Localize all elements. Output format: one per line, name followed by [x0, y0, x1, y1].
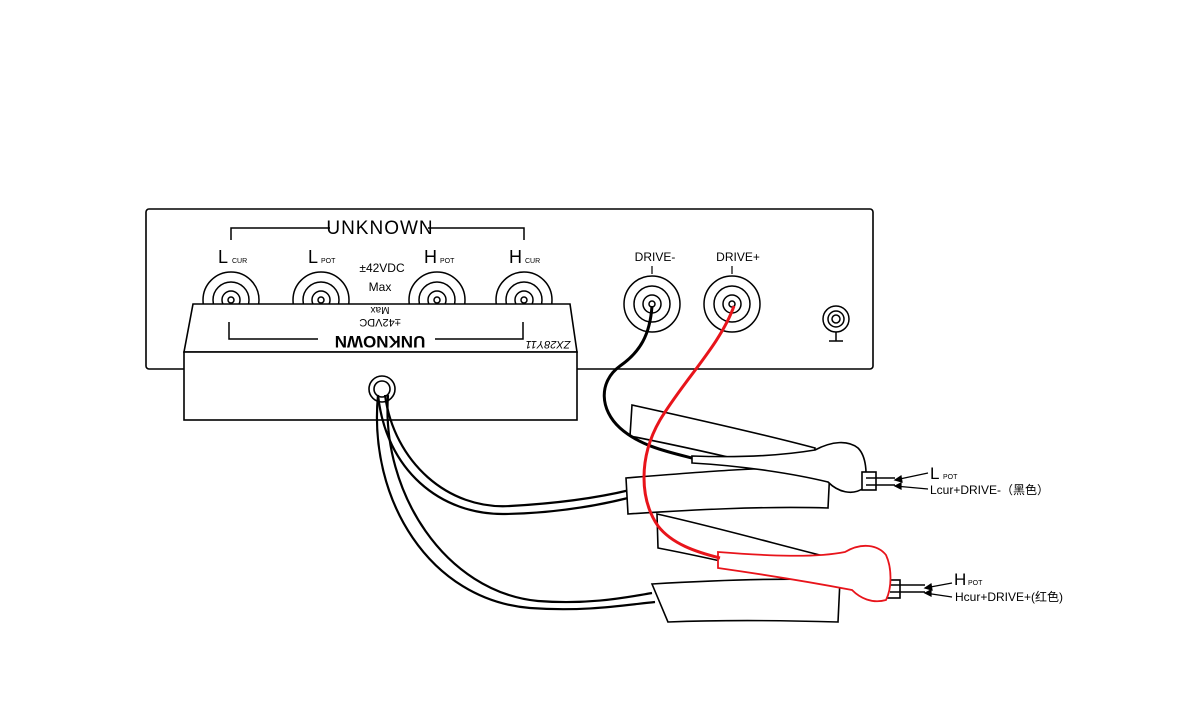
- callout-hcur-drive-plus: Hcur+DRIVE+(红色): [955, 589, 1063, 604]
- terminal-label-h-pot: H POT: [424, 247, 455, 267]
- svg-text:ZX28Y11: ZX28Y11: [525, 338, 571, 350]
- svg-text:H: H: [509, 247, 522, 267]
- drive-plus-label: DRIVE+: [716, 250, 760, 264]
- ground-icon: [829, 332, 843, 342]
- svg-text:UNKNOWN: UNKNOWN: [335, 332, 426, 351]
- drive-plus-connector: [703, 275, 761, 333]
- svg-text:Max: Max: [371, 304, 390, 315]
- test-fixture: [183, 303, 578, 421]
- black-kelvin-clip: [625, 404, 895, 515]
- ground-terminal: [822, 305, 850, 333]
- fixture-cable-exit: [368, 375, 396, 403]
- drive-minus-connector: [623, 275, 681, 333]
- callout-lcur-drive-minus: Lcur+DRIVE-（黑色）: [930, 483, 1049, 497]
- terminal-label-l-cur: L CUR: [218, 247, 247, 267]
- fixture-cables: [375, 394, 656, 611]
- black-clip-callout-arrows: [893, 472, 929, 490]
- fixture-unknown-bracket: [228, 322, 524, 340]
- unknown-bracket: [230, 227, 525, 240]
- svg-text:CUR: CUR: [232, 258, 247, 265]
- terminal-label-h-cur: H CUR: [509, 247, 540, 267]
- red-drive-lead: [642, 305, 736, 560]
- drive-minus-label: DRIVE-: [635, 250, 676, 264]
- svg-text:POT: POT: [321, 258, 336, 265]
- terminal-label-l-pot: L POT: [308, 247, 336, 267]
- svg-text:H: H: [954, 570, 966, 589]
- voltage-max: Max: [369, 280, 392, 294]
- red-clip-callout-arrows: [923, 582, 953, 598]
- callout-l-pot: L POT: [930, 464, 958, 483]
- fixture-mirrored-labels: UNKNOWN ±42VDC Max: [335, 304, 426, 351]
- fixture-model-label: ZX28Y11: [525, 338, 571, 350]
- unknown-group-title: UNKNOWN: [326, 218, 433, 239]
- svg-text:POT: POT: [943, 474, 958, 481]
- callout-h-pot: H POT: [954, 570, 983, 589]
- svg-text:L: L: [218, 247, 228, 267]
- svg-text:L: L: [308, 247, 318, 267]
- black-drive-lead: [602, 305, 693, 460]
- svg-text:L: L: [930, 464, 939, 483]
- svg-text:±42VDC: ±42VDC: [359, 316, 401, 328]
- svg-text:H: H: [424, 247, 437, 267]
- svg-text:CUR: CUR: [525, 258, 540, 265]
- svg-text:POT: POT: [968, 580, 983, 587]
- voltage-rating: ±42VDC: [359, 261, 405, 275]
- red-clip-sleeve: [717, 545, 892, 603]
- svg-text:POT: POT: [440, 258, 455, 265]
